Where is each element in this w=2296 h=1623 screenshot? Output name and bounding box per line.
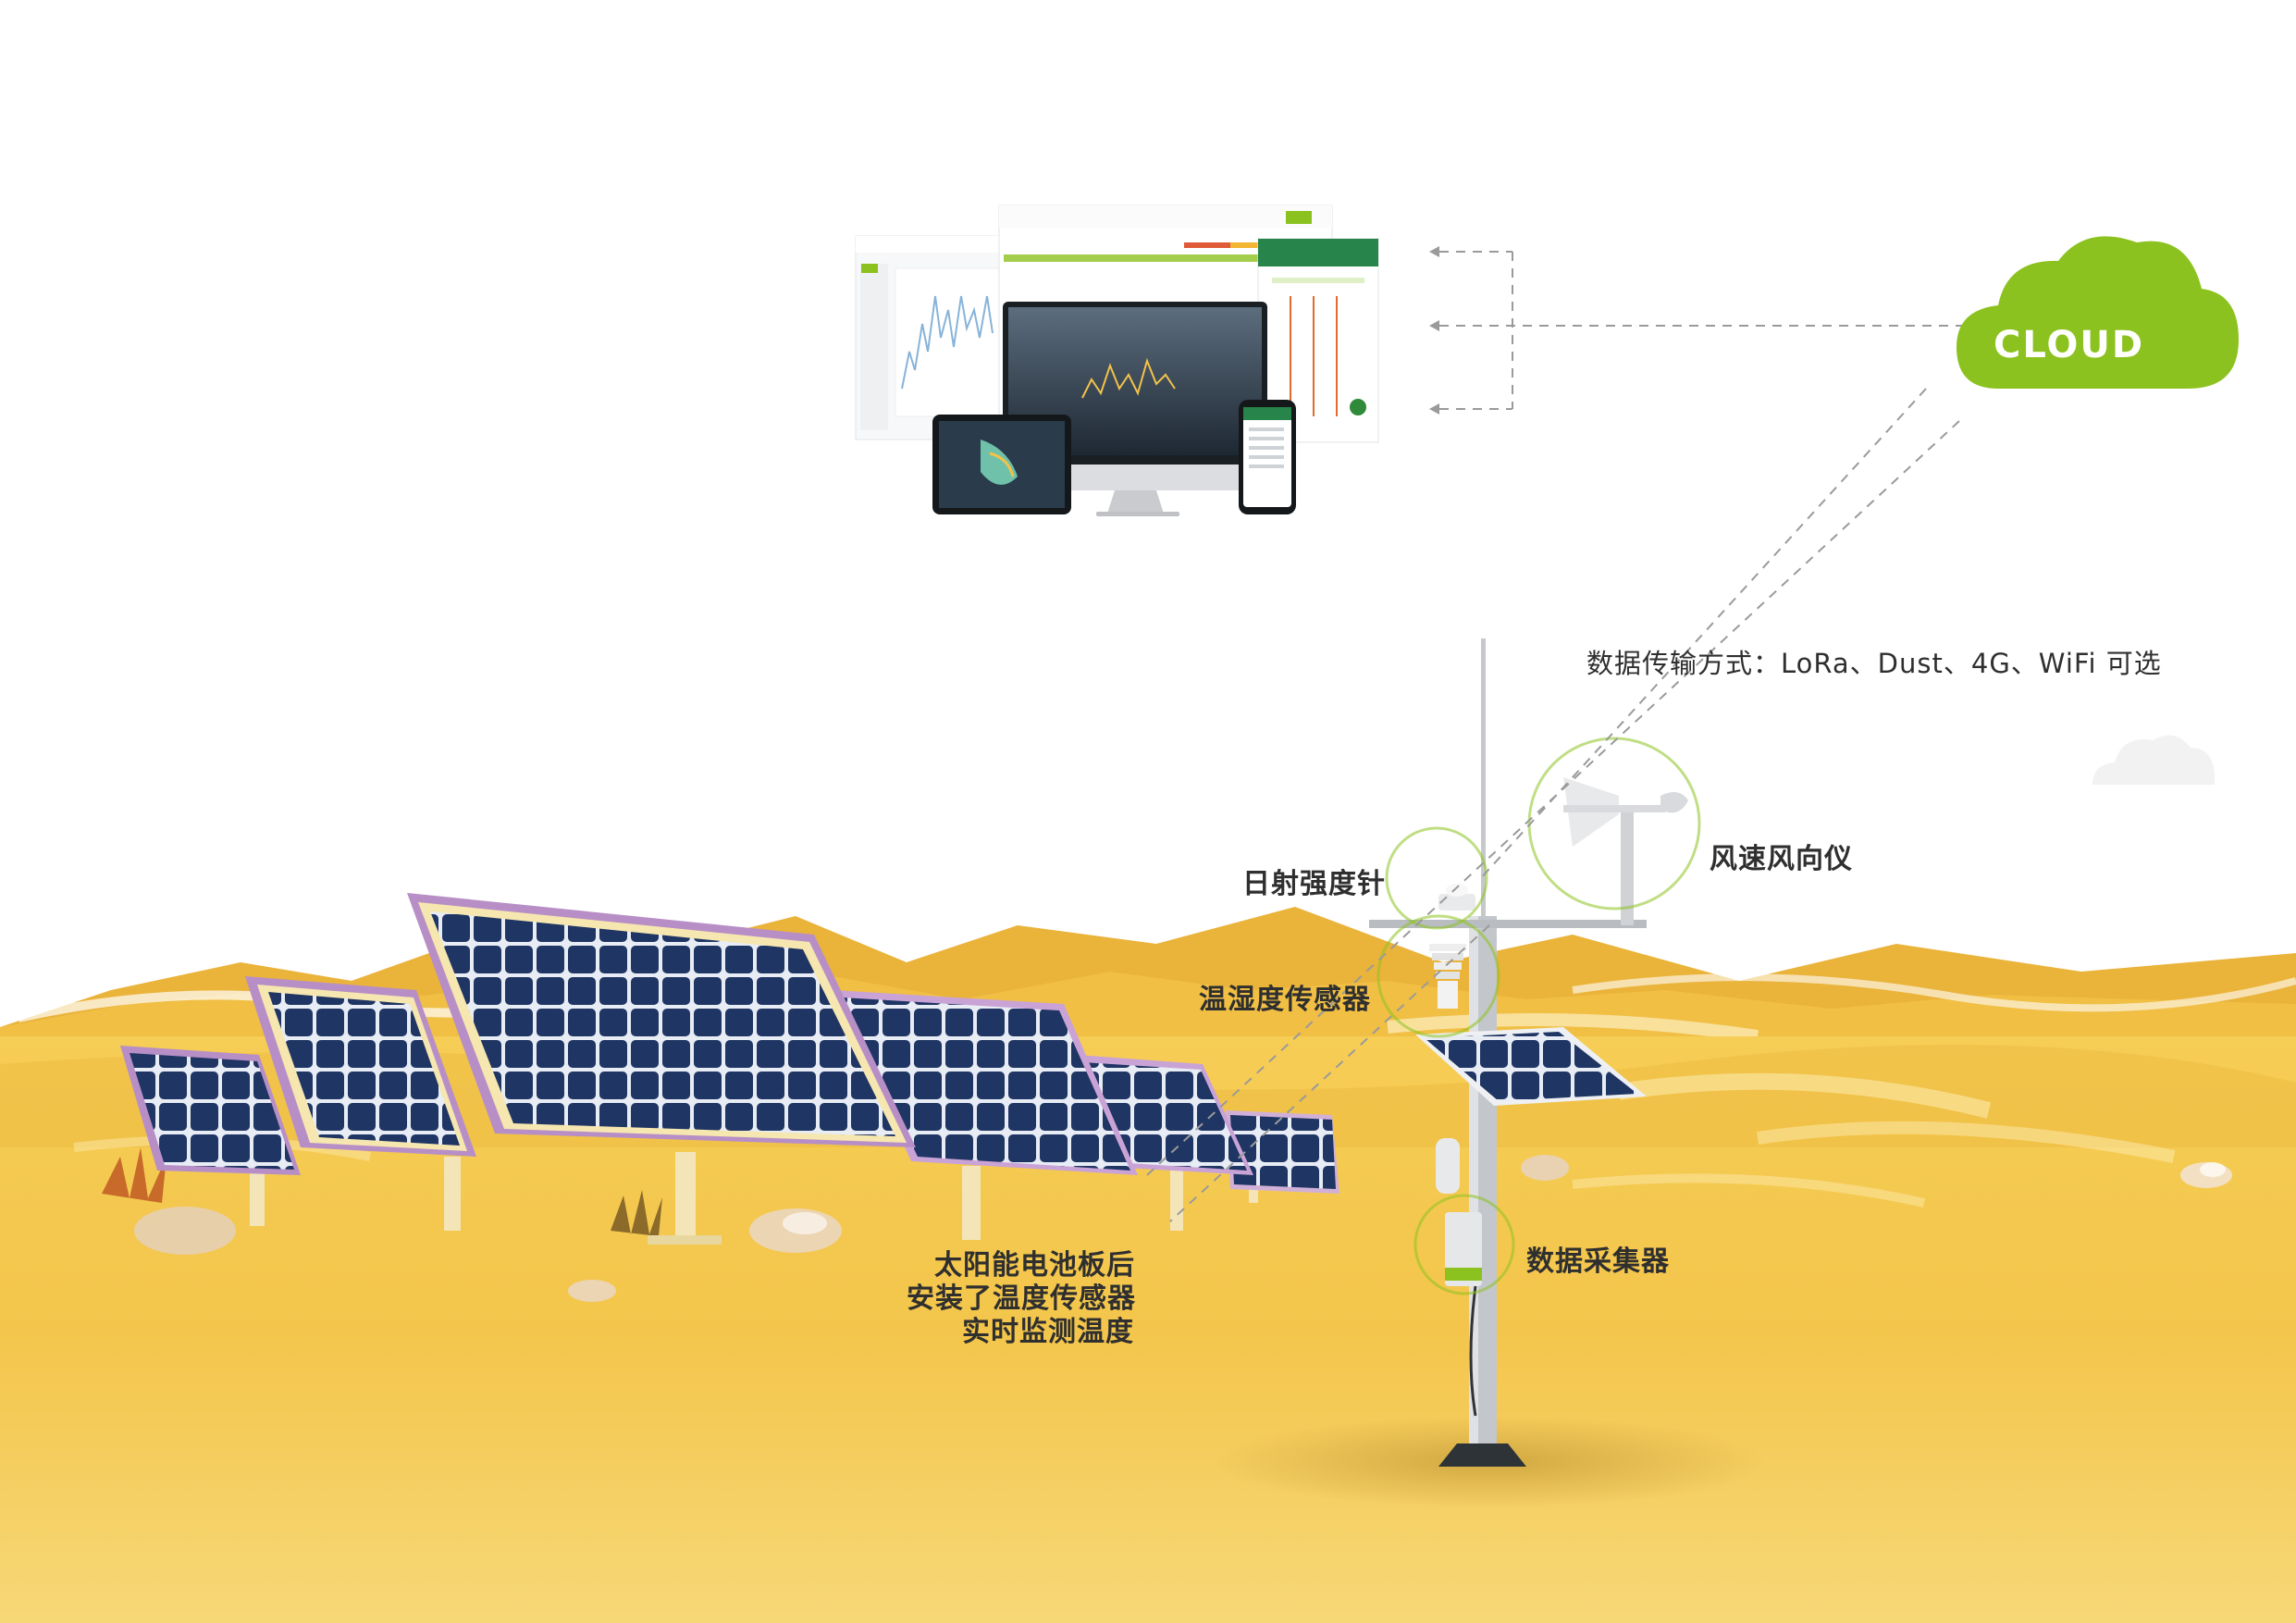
tablet-icon [932, 415, 1071, 514]
solar-panel-icon [120, 1046, 301, 1226]
anemometer-label: 风速风向仪 [1710, 843, 1853, 875]
devices-montage [855, 204, 1379, 516]
panel-note-line-3: 实时监测温度 [962, 1316, 1134, 1348]
transmission-label: 数据传输方式：LoRa、Dust、4G、WiFi 可选 [1586, 648, 2162, 679]
panel-note-line-1: 太阳能电池板后 [934, 1249, 1135, 1282]
solar-panel-icon [833, 990, 1138, 1240]
solar-panel-icon [407, 893, 916, 1245]
solar-panel-icon [1226, 1110, 1339, 1203]
cloud-icon [1957, 236, 2239, 389]
connection-lines [1146, 251, 1989, 1222]
data-logger-label: 数据采集器 [1526, 1245, 1670, 1278]
solar-panel-icon [245, 976, 476, 1231]
arrow-heads [1429, 246, 1439, 415]
browser-window-left [855, 235, 1023, 440]
weather-station-icon [1212, 638, 1767, 1508]
phone-icon [1239, 400, 1296, 514]
pyranometer-label: 日射强度针 [1242, 868, 1386, 900]
panel-note-line-2: 安装了温度传感器 [907, 1282, 1136, 1315]
cloud-label: CLOUD [1994, 324, 2145, 366]
temp-humidity-label: 温湿度传感器 [1199, 984, 1371, 1016]
sensor-highlight-circles [1376, 737, 1701, 1295]
solar-panel-array [120, 893, 1339, 1245]
decorative-cloud-icon [2092, 735, 2216, 785]
